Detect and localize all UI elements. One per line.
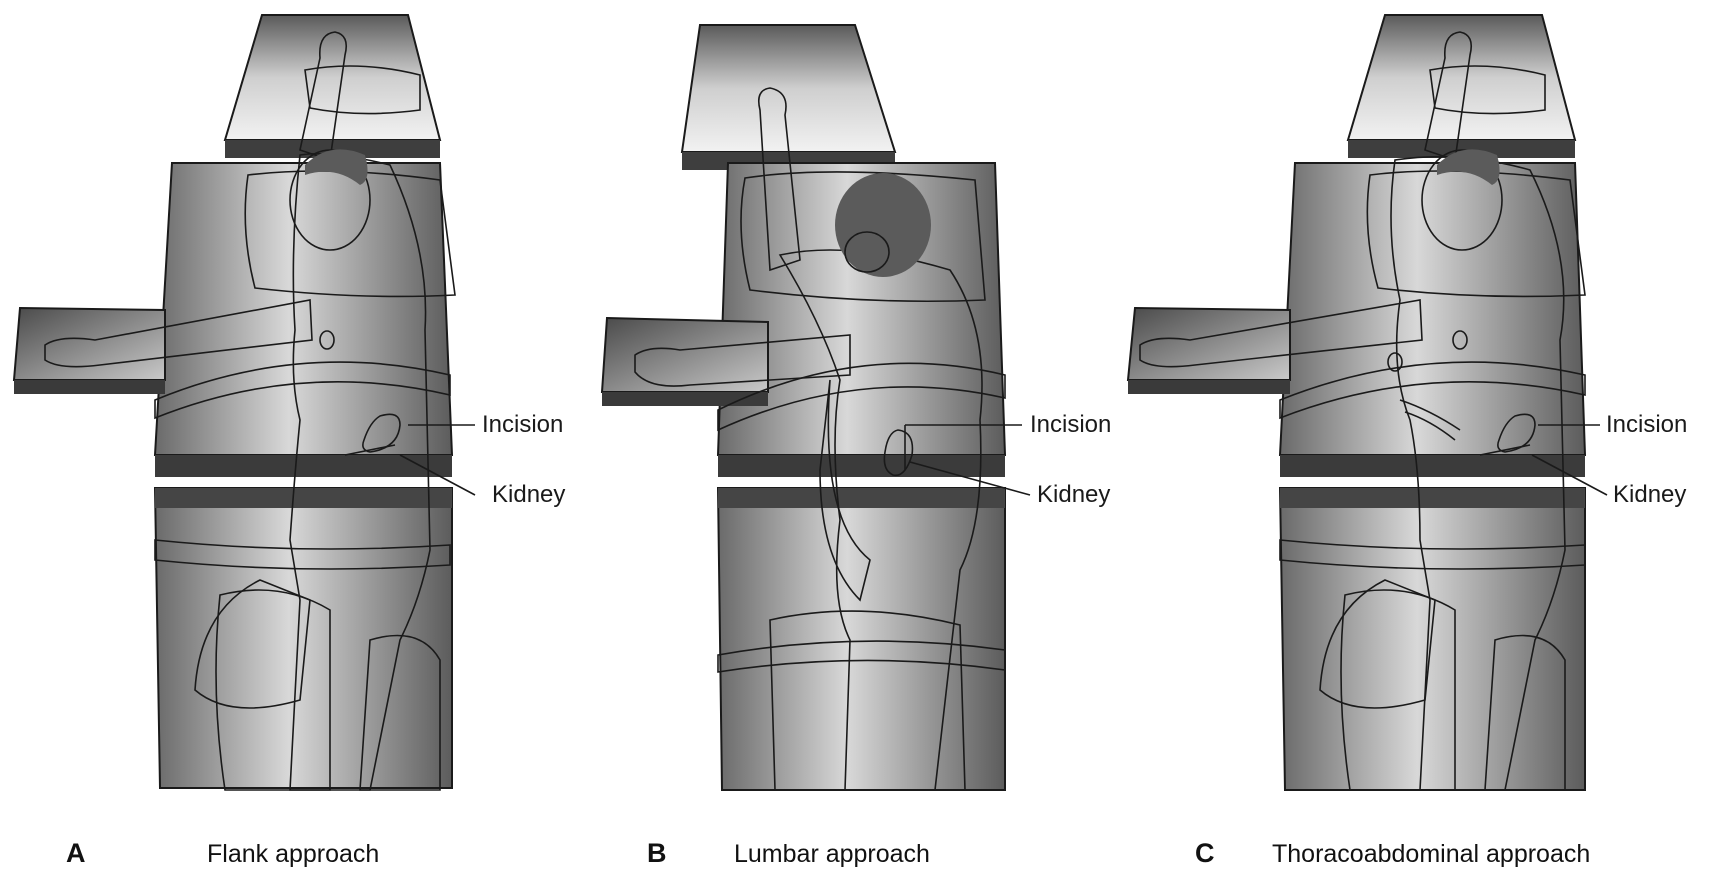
- straps: [1279, 361, 1586, 570]
- panel-caption: Thoracoabdominal approach: [1272, 840, 1590, 868]
- incision-label: Incision: [1606, 411, 1687, 438]
- panel-caption: Lumbar approach: [734, 840, 930, 868]
- operating-table: [600, 24, 1007, 791]
- patient-figure: [634, 87, 983, 791]
- pillows: [215, 65, 456, 791]
- kidney-label: Kidney: [492, 481, 565, 508]
- incision-label: Incision: [1030, 411, 1111, 438]
- straps: [717, 362, 1006, 673]
- patient-figure: [44, 31, 431, 791]
- pillows: [740, 171, 986, 791]
- panel-a: Incision Kidney A Flank approach: [12, 14, 565, 868]
- panel-letter: C: [1195, 838, 1215, 868]
- kidney-leader-line: [399, 454, 476, 496]
- panel-letter: A: [66, 838, 86, 868]
- kidney-leader-line: [909, 461, 1031, 496]
- panel-caption: Flank approach: [207, 840, 379, 868]
- operating-table: [12, 14, 454, 789]
- kidney-incision-marker: [344, 413, 401, 456]
- straps: [154, 361, 451, 570]
- kidney-incision-marker: [1479, 413, 1536, 456]
- operating-table: [1126, 14, 1587, 791]
- kidney-incision-marker: [883, 425, 914, 477]
- kidney-label: Kidney: [1613, 481, 1686, 508]
- kidney-leader-line: [1531, 454, 1608, 496]
- panel-b: Incision Kidney B Lumbar approach: [600, 24, 1111, 868]
- kidney-label: Kidney: [1037, 481, 1110, 508]
- patient-figure: [1139, 31, 1566, 791]
- panel-letter: B: [647, 838, 667, 868]
- panel-c: Incision Kidney C Thoracoabdominal appro…: [1126, 14, 1687, 868]
- incision-label: Incision: [482, 411, 563, 438]
